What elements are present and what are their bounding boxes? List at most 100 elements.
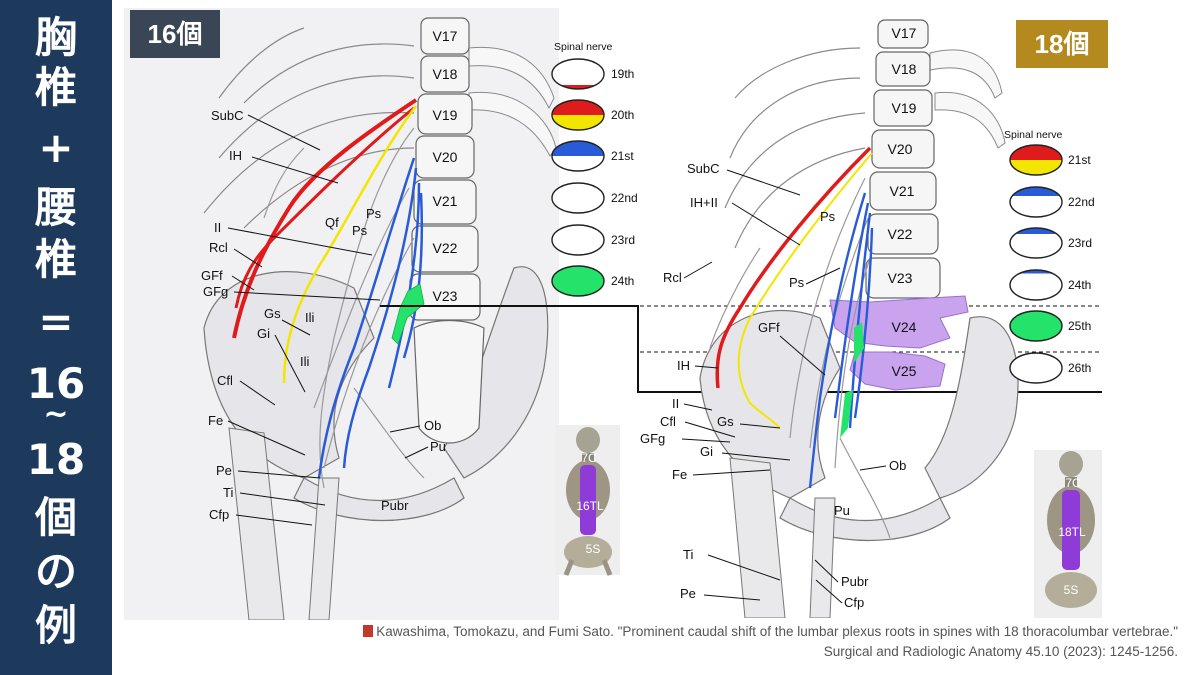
citation-line-2: Surgical and Radiologic Anatomy 45.10 (2…: [823, 644, 1178, 659]
legend-swatch-24th: [1009, 269, 1063, 301]
nerve-label-gs: Gs: [264, 306, 281, 321]
nerve-label-pubr: Pubr: [841, 574, 869, 589]
nerve-label-ps: Ps: [789, 275, 805, 290]
nerve-label-ps: Ps: [820, 209, 836, 224]
sidebar-char: =: [38, 297, 74, 346]
vertebra-label: V22: [888, 226, 913, 242]
nerve-label-ps: Ps: [366, 206, 382, 221]
left-anatomy-panel: V17 V18 V19 V20 V21 V22 V23: [124, 8, 559, 621]
legend-swatch-21st: [1009, 144, 1063, 176]
badge-16-text: 16個: [147, 19, 203, 49]
inset-label: 7C: [1065, 476, 1081, 490]
nerve-label-ih: IH: [677, 358, 690, 373]
legend-swatch-22nd: [1009, 186, 1063, 218]
sidebar-char: 16: [26, 359, 86, 408]
nerve-label-ps: Ps: [352, 223, 368, 238]
vertebra-label: V24: [892, 319, 917, 335]
legend-label: 24th: [1068, 278, 1091, 292]
sidebar-char: 18: [26, 435, 86, 484]
sidebar-char: 腰: [34, 183, 77, 232]
nerve-label-gff: GFf: [201, 268, 223, 283]
nerve-label-rcl: Rcl: [663, 270, 682, 285]
vertebra-label: V22: [433, 240, 458, 256]
nerve-label-ih-ii: IH+II: [690, 195, 718, 210]
vertebra-label: V19: [892, 100, 917, 116]
nerve-label-ii: II: [214, 220, 221, 235]
legend-label: 21st: [611, 149, 634, 163]
badge-16: 16個: [130, 10, 220, 58]
nerve-label-ob: Ob: [424, 418, 441, 433]
sidebar-char: +: [38, 123, 74, 172]
nerve-label-pe: Pe: [680, 586, 696, 601]
vertebra-label: V21: [890, 183, 915, 199]
right-inset-skeleton: 7C 18TL 5S: [1034, 450, 1102, 618]
sidebar-char: 例: [34, 601, 77, 650]
badge-18-text: 18個: [1034, 29, 1090, 59]
vertebra-label: V17: [433, 28, 458, 44]
nerve-label-gfg: GFg: [203, 284, 228, 299]
vertebra-label: V20: [433, 149, 458, 165]
nerve-label-subc: SubC: [687, 161, 720, 176]
nerve-label-fe: Fe: [672, 467, 687, 482]
sidebar-char: 個: [34, 493, 77, 542]
highlight-v25: [849, 351, 946, 391]
nerve-label-ih: IH: [229, 148, 242, 163]
right-anatomy-illustration: V17 V18 V19 V20 V21 V22 V23 V24 V25: [699, 19, 1019, 618]
legend-swatch-25th: [1009, 310, 1063, 342]
legend-title: Spinal nerve: [554, 41, 613, 53]
vertebra-label: V21: [433, 193, 458, 209]
sidebar-char: ~: [43, 397, 69, 432]
vertebra-label: V19: [433, 107, 458, 123]
inset-label: 5S: [1064, 583, 1079, 597]
inset-label: 16TL: [576, 499, 604, 513]
vertebra-label: V23: [433, 288, 458, 304]
left-legend-items: 19th 20th 21st 22nd 23rd 24th: [551, 58, 638, 297]
nerve-label-qf: Qf: [325, 215, 339, 230]
citation-line-1: Kawashima, Tomokazu, and Fumi Sato. "Pro…: [363, 622, 1178, 642]
vertebra-label: V20: [888, 141, 913, 157]
inset-label: 7C: [581, 451, 597, 465]
nerve-label-ili: Ili: [300, 354, 310, 369]
legend-swatch-24th: [551, 265, 605, 297]
nerve-label-ob: Ob: [889, 458, 906, 473]
legend-label: 23rd: [1068, 236, 1092, 250]
nerve-label-gi: Gi: [257, 326, 270, 341]
legend-swatch-19th: [551, 58, 605, 90]
legend-swatch-21st: [551, 140, 605, 172]
nerve-label-pubr: Pubr: [381, 498, 409, 513]
legend-label: 26th: [1068, 361, 1091, 375]
inset-label: 5S: [586, 542, 601, 556]
right-legend-items: 21st 22nd 23rd 24th 25th 26th: [1009, 144, 1095, 384]
nerve-label-cfl: Cfl: [660, 414, 676, 429]
sidebar-char: 胸: [34, 13, 77, 62]
badge-18: 18個: [1016, 20, 1108, 68]
nerve-label-ili: Ili: [305, 310, 315, 325]
legend-title: Spinal nerve: [1004, 129, 1063, 141]
sidebar-char: 椎: [34, 63, 77, 112]
level-divider-line: [380, 305, 1102, 393]
nerve-label-pu: Pu: [430, 439, 446, 454]
nerve-label-cfp: Cfp: [844, 595, 864, 610]
legend-label: 23rd: [611, 233, 635, 247]
nerve-label-ti: Ti: [223, 485, 233, 500]
nerve-label-rcl: Rcl: [209, 240, 228, 255]
vertebra-label: V25: [892, 363, 917, 379]
citation: Kawashima, Tomokazu, and Fumi Sato. "Pro…: [363, 622, 1178, 662]
inset-label: 18TL: [1058, 525, 1086, 539]
vertebra-label: V23: [888, 270, 913, 286]
vertebra-label: V17: [892, 25, 917, 41]
legend-swatch-22nd: [551, 182, 605, 214]
nerve-label-pe: Pe: [216, 463, 232, 478]
legend-label: 22nd: [1068, 195, 1095, 209]
legend-label: 24th: [611, 274, 634, 288]
nerve-label-gs: Gs: [717, 414, 734, 429]
legend-label: 25th: [1068, 319, 1091, 333]
legend-swatch-23rd: [551, 224, 605, 256]
nerve-label-ii: II: [672, 396, 679, 411]
legend-swatch-23rd: [1009, 227, 1063, 259]
nerve-label-fe: Fe: [208, 413, 223, 428]
left-inset-skeleton: 7C 16TL 5S: [555, 425, 620, 576]
nerve-label-ti: Ti: [683, 547, 693, 562]
